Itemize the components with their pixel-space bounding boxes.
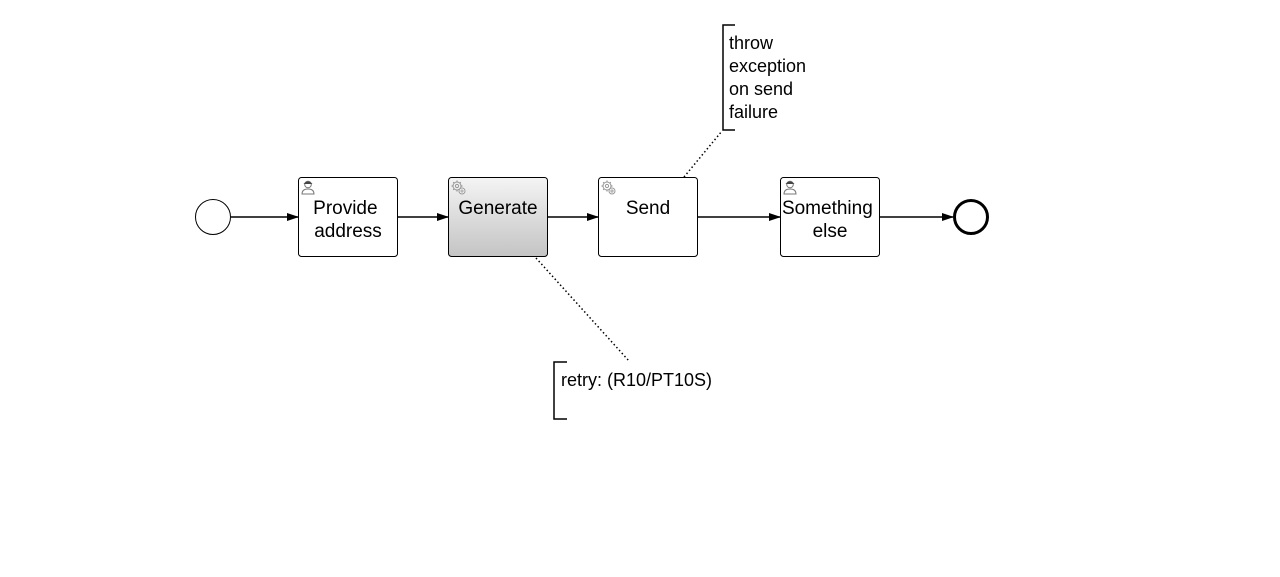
svg-text:Provide address: Provide address (313, 198, 383, 242)
start-event[interactable] (195, 199, 231, 235)
annotation-send-note[interactable]: throw exception on send failure (722, 24, 811, 131)
annotation-line: failure (729, 102, 778, 122)
association-send-note[interactable] (683, 130, 723, 178)
task-something-else[interactable]: Something else (780, 177, 880, 257)
annotation-line: exception (729, 56, 806, 76)
task-generate[interactable]: Generate (448, 177, 548, 257)
svg-text:Something else: Something else (782, 198, 878, 242)
annotation-line: on send (729, 79, 793, 99)
svg-text:retry: (R10/PT10S): retry: (R10/PT10S) (561, 370, 712, 390)
svg-text:Send: Send (626, 198, 670, 219)
task-provide-address[interactable]: Provide address (298, 177, 398, 257)
association-generate-note[interactable] (535, 257, 630, 362)
task-label-line: address (314, 221, 382, 242)
annotation-line: throw (729, 33, 774, 53)
svg-text:Generate: Generate (458, 198, 537, 219)
task-label-line: Generate (458, 198, 537, 219)
annotation-line: retry: (R10/PT10S) (561, 370, 712, 390)
task-label-line: Something (782, 198, 873, 219)
task-label-line: Provide (313, 198, 377, 219)
end-event[interactable] (953, 199, 989, 235)
task-label-line: Send (626, 198, 670, 219)
annotation-bracket (553, 361, 567, 420)
annotation-bracket (722, 24, 735, 131)
svg-text:throw exception on: throw exception on send failure (729, 33, 811, 122)
task-label-line: else (813, 221, 848, 242)
annotation-generate-note[interactable]: retry: (R10/PT10S) (553, 361, 712, 420)
task-send[interactable]: Send (598, 177, 698, 257)
